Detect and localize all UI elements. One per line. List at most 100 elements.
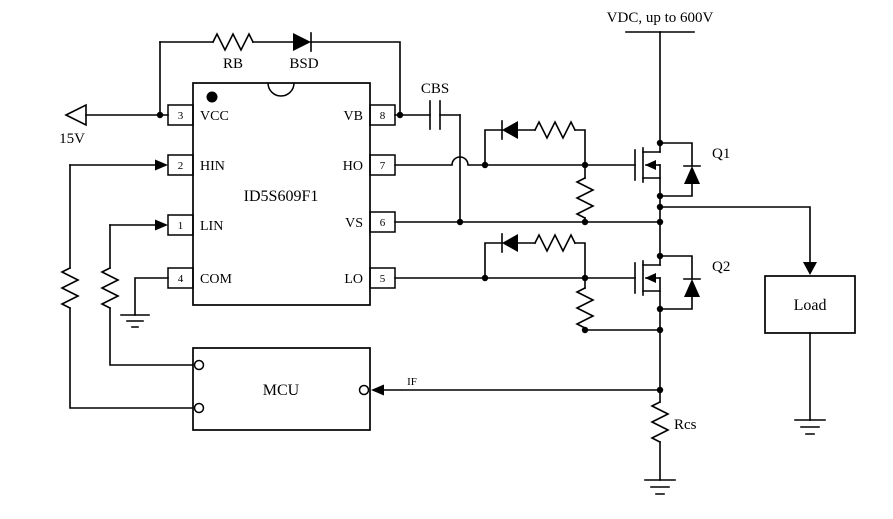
hs-gate-resistor-icon	[533, 120, 577, 140]
supply-15v: 15V	[59, 103, 169, 147]
ls-branch-right	[574, 242, 586, 279]
com-wire	[134, 277, 169, 316]
junction-dot	[656, 218, 664, 226]
q1-mosfet: Q1	[634, 142, 730, 223]
bsd-label: BSD	[289, 56, 318, 72]
supply-label: 15V	[59, 131, 85, 147]
hs-gate-source-resistor-icon	[575, 176, 595, 220]
bootstrap-network: RB BSD	[159, 32, 401, 116]
pin-box-vcc	[167, 104, 194, 126]
cbs-capacitor: CBS	[394, 81, 461, 223]
com-ground-icon	[120, 314, 150, 328]
ls-diode-icon	[502, 234, 518, 252]
ho-wire-with-hop	[394, 156, 636, 166]
junction-dot	[396, 111, 404, 119]
pin-name-vcc: VCC	[200, 109, 229, 124]
mcu-box	[192, 347, 371, 431]
lin-input-line	[100, 219, 194, 366]
rcs-branch: Rcs	[644, 400, 697, 495]
pin-num-lo: 5	[380, 273, 386, 285]
pin-num-vb: 8	[380, 110, 386, 122]
mcu-label: MCU	[263, 382, 300, 399]
hin-to-mcu-wire	[69, 307, 194, 409]
pin-num-vs: 6	[380, 217, 386, 229]
hin-arrow-icon	[155, 159, 168, 171]
q2-arrow-icon	[645, 273, 656, 283]
lin-resistor-icon	[100, 266, 120, 310]
junction-dot	[656, 139, 664, 147]
junction-dot	[581, 161, 589, 169]
pin-num-com: 4	[178, 273, 184, 285]
lin-arrow-icon	[155, 219, 168, 231]
hs-branch-left	[484, 129, 503, 166]
mcu-terminal-bottom-left-icon	[193, 402, 205, 414]
load-box	[764, 275, 856, 334]
mcu-terminal-right-icon	[358, 384, 370, 396]
main-ground-icon	[644, 479, 676, 495]
load-wire	[659, 206, 811, 263]
junction-dot	[656, 326, 664, 334]
junction-dots	[156, 111, 664, 394]
rb-label: RB	[223, 56, 243, 72]
q2-label: Q2	[712, 259, 730, 275]
ls-gate-resistor-icon	[533, 233, 577, 253]
hs-branch-right	[574, 129, 586, 166]
pin-name-lin: LIN	[200, 219, 223, 234]
ic-notch-icon	[267, 82, 295, 97]
load-arrow-icon	[803, 262, 817, 275]
q2-diode-wire-bottom	[659, 296, 693, 310]
rcs-resistor-icon	[650, 400, 670, 444]
q1-label: Q1	[712, 146, 730, 162]
pin-num-ho: 7	[380, 160, 386, 172]
com-ground	[120, 277, 169, 328]
pin-num-lin: 1	[178, 220, 184, 232]
if-label: IF	[407, 376, 417, 388]
junction-dot	[156, 111, 164, 119]
rcs-label: Rcs	[674, 417, 697, 433]
q2-body-diode-icon	[684, 279, 700, 297]
pin-num-hin: 2	[178, 160, 184, 172]
pin-name-vb: VB	[344, 109, 363, 124]
if-feedback-line: IF	[371, 376, 661, 396]
junction-dot	[656, 252, 664, 260]
junction-dot	[656, 203, 664, 211]
q1-arrow-icon	[645, 160, 656, 170]
hin-input-line	[60, 159, 194, 409]
q2-mosfet: Q2	[634, 221, 730, 403]
supply-connector-icon	[64, 103, 87, 127]
low-side-gate-network	[394, 233, 661, 331]
ls-gate-source-resistor-icon	[575, 286, 595, 330]
junction-dot	[656, 192, 664, 200]
ic-body	[192, 82, 371, 306]
load-label: Load	[794, 297, 827, 314]
junction-dot	[656, 386, 664, 394]
pin-name-lo: LO	[344, 272, 363, 287]
q1-body-diode-icon	[684, 166, 700, 184]
junction-dot	[456, 218, 464, 226]
load-ground-icon	[794, 419, 826, 435]
hin-resistor-icon	[60, 266, 80, 310]
mcu-block: MCU	[192, 347, 371, 431]
pin-box-vb	[369, 104, 396, 126]
cbs-label: CBS	[421, 81, 449, 97]
driver-ic: ID5S609F1 3 2 1 4 VCC HIN LIN COM 8 7 6 …	[167, 82, 396, 306]
pin-name-hin: HIN	[200, 159, 225, 174]
bsd-diode-icon	[293, 33, 311, 51]
ls-branch-left	[484, 242, 503, 279]
mcu-terminal-top-left-icon	[193, 359, 205, 371]
load-branch: Load	[659, 206, 856, 435]
vdc-rail: VDC, up to 600V	[607, 10, 714, 153]
junction-dot	[481, 274, 489, 282]
junction-dot	[481, 161, 489, 169]
hs-diode-icon	[502, 121, 518, 139]
pin-name-vs: VS	[345, 216, 363, 231]
q1-diode-wire-bottom	[659, 183, 693, 197]
ic-pin1-marker-icon	[206, 91, 218, 103]
bootstrap-wire-right	[310, 41, 401, 116]
if-arrow-icon	[371, 384, 384, 396]
junction-dot	[581, 274, 589, 282]
pin-num-vcc: 3	[178, 110, 184, 122]
junction-dot	[581, 218, 589, 226]
